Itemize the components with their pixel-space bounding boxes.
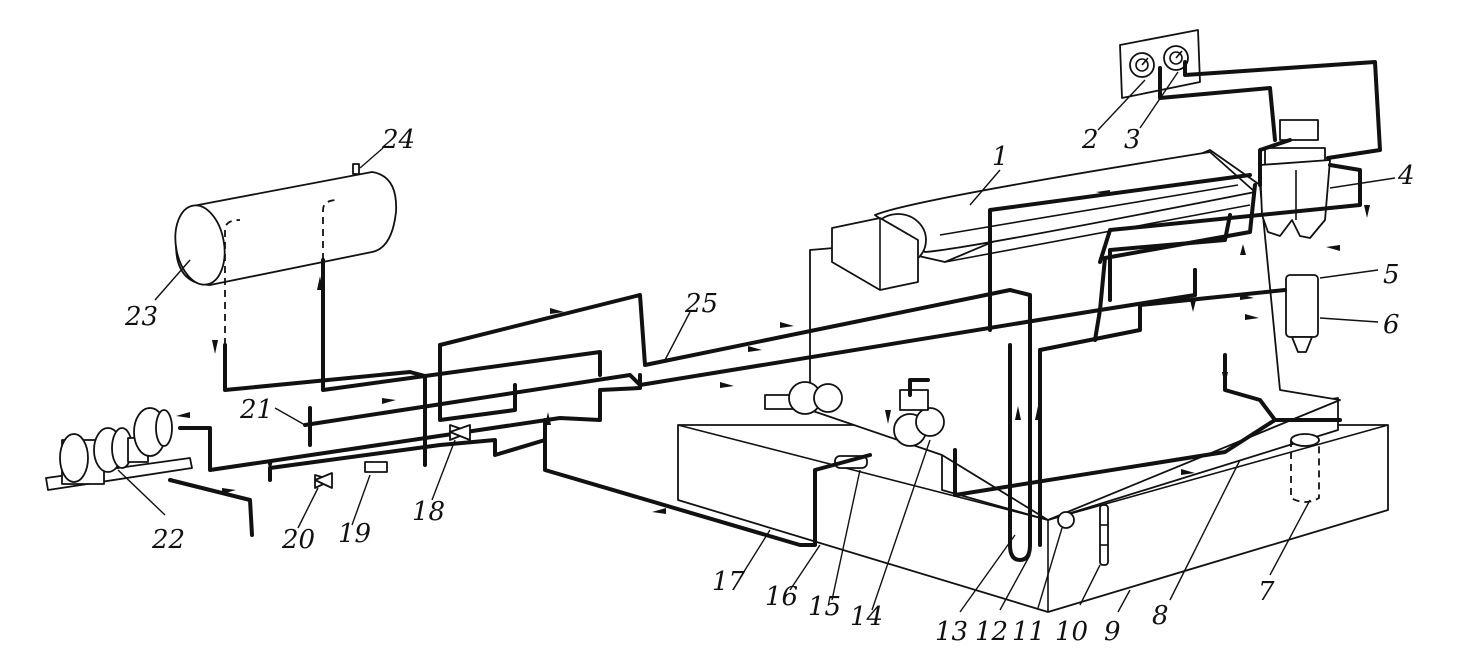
callout-3: 3 (1124, 125, 1141, 155)
callout-24: 24 (381, 125, 415, 155)
electric-motor-compressor-icon (45, 407, 193, 491)
pressure-gauge-icon (1129, 52, 1155, 78)
callout-25: 25 (684, 289, 718, 319)
callout-7: 7 (1258, 577, 1275, 607)
callout-12: 12 (975, 617, 1008, 647)
valve-icon (449, 424, 471, 441)
pressure-gauge-icon (1163, 45, 1189, 71)
callout-18: 18 (412, 497, 445, 527)
canister-component (1290, 433, 1320, 503)
callout-11: 11 (1012, 617, 1045, 647)
motor-unit (764, 381, 843, 415)
air-receiver-tank-icon (174, 163, 397, 286)
callout-21: 21 (239, 395, 273, 425)
filter-unit (1259, 119, 1331, 239)
pressure-gauge-panel (1119, 29, 1201, 99)
callout-6: 6 (1383, 310, 1400, 340)
callout-16: 16 (765, 582, 798, 612)
callout-14: 14 (850, 602, 883, 632)
valve-icon (1057, 511, 1075, 529)
callout-labels: 1 2 3 4 5 6 7 8 9 10 11 12 13 14 15 16 1… (124, 125, 1415, 647)
valve-icon (364, 461, 388, 473)
callout-1: 1 (992, 142, 1009, 172)
callout-leaders (117, 71, 1396, 613)
callout-13: 13 (935, 617, 968, 647)
flow-direction-arrow-icon (176, 190, 1370, 514)
callout-9: 9 (1104, 617, 1121, 647)
callout-10: 10 (1055, 617, 1088, 647)
callout-15: 15 (808, 592, 841, 622)
motor-unit (893, 389, 945, 447)
callout-4: 4 (1397, 161, 1415, 191)
callout-19: 19 (338, 519, 371, 549)
callout-8: 8 (1152, 601, 1169, 631)
callout-23: 23 (124, 302, 158, 332)
callout-2: 2 (1081, 125, 1099, 155)
callout-5: 5 (1383, 260, 1400, 290)
small-cylinder-component (1285, 274, 1319, 353)
valve-icon (314, 472, 333, 489)
callout-20: 20 (281, 525, 315, 555)
chain-component (1099, 504, 1109, 566)
callout-22: 22 (151, 525, 185, 555)
callout-17: 17 (712, 567, 746, 597)
